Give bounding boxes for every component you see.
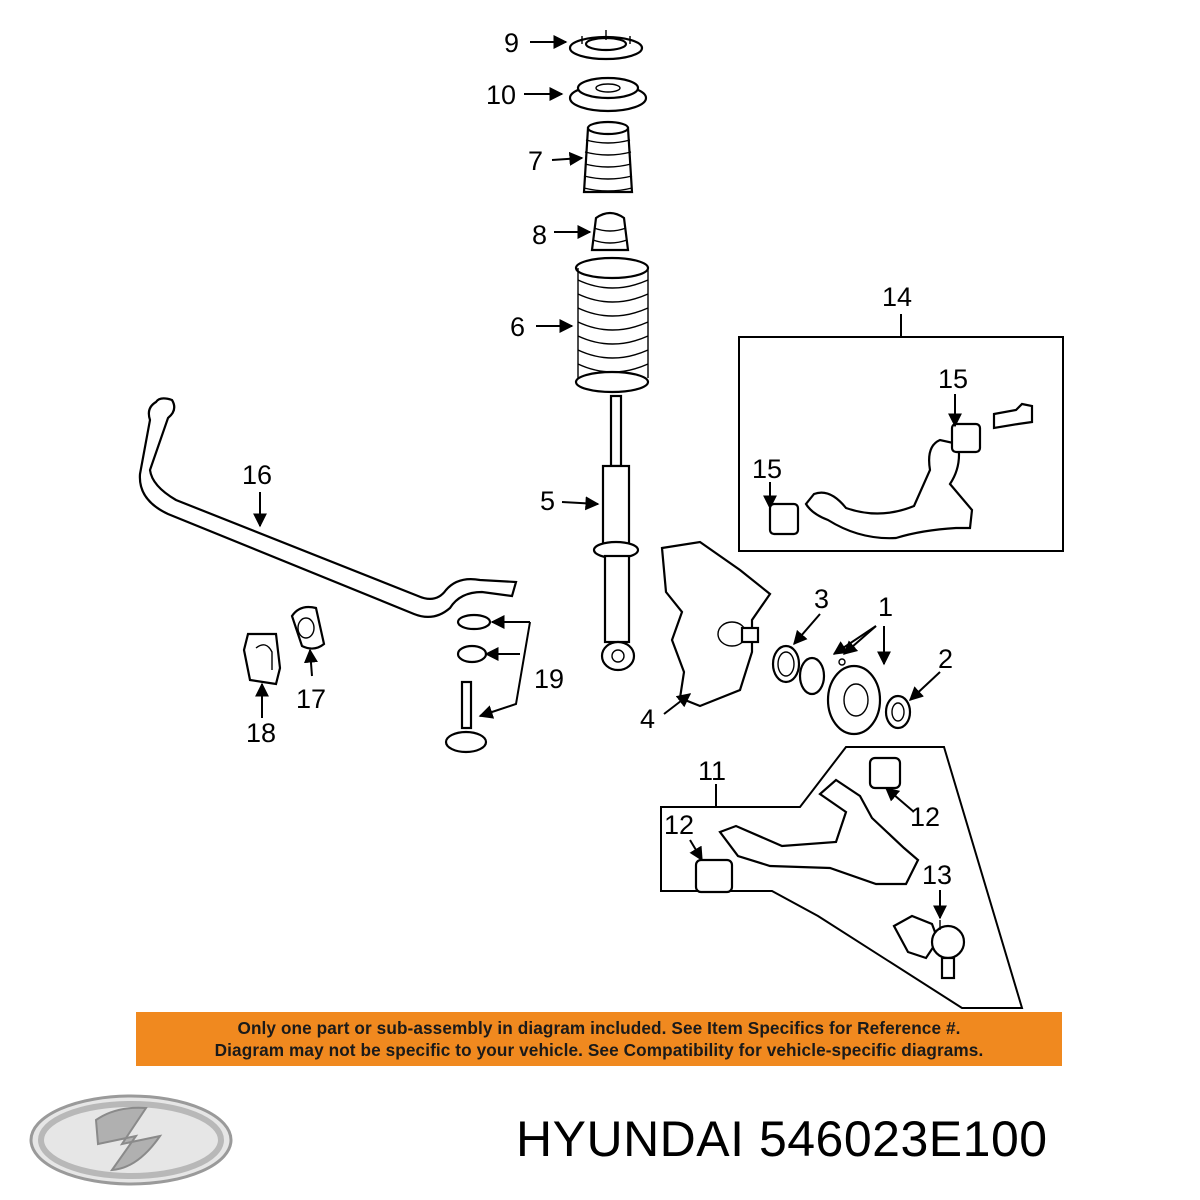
callout-7: 7 [528,146,543,176]
steering-knuckle-part [660,540,772,708]
callout-6: 6 [510,312,525,342]
callout-1: 1 [878,592,893,622]
wheel-hub-part [798,656,882,736]
ball-joint-part [892,914,966,980]
wheel-bearing-part [884,694,912,730]
stabilizer-bar-part [138,397,518,619]
brand-name: HYUNDAI [516,1111,745,1167]
brand-part-label: HYUNDAI 546023E100 [516,1110,1048,1168]
lower-arm-group [660,746,1024,1009]
callout-16: 16 [242,460,272,490]
callout-13: 13 [922,860,952,890]
stabilizer-link-part [444,613,492,754]
compatibility-notice: Only one part or sub-assembly in diagram… [136,1012,1062,1066]
callout-11: 11 [698,756,726,786]
callout-17: 17 [296,684,326,714]
strut-mount-part [568,30,644,61]
shock-absorber-part [592,394,640,672]
bump-stop-part [590,211,630,252]
coil-spring-part [574,256,650,394]
callout-15a: 15 [938,364,968,394]
upper-arm-group [738,314,1064,552]
callout-10: 10 [486,80,516,110]
notice-line-2: Diagram may not be specific to your vehi… [214,1040,984,1060]
callout-4: 4 [640,704,655,734]
callout-19: 19 [534,664,564,694]
callout-12a: 12 [664,810,694,840]
callout-18: 18 [246,718,276,748]
callout-5: 5 [540,486,555,516]
callout-8: 8 [532,220,547,250]
callout-9: 9 [504,28,519,58]
callout-arrows [253,35,962,920]
notice-line-1: Only one part or sub-assembly in diagram… [237,1018,961,1038]
seal-ring-part [771,644,801,684]
spring-seat-part [568,76,648,113]
callout-15b: 15 [752,454,782,484]
dust-boot-part [582,120,634,194]
callout-2: 2 [938,644,953,674]
callout-14: 14 [882,282,912,312]
stabilizer-bracket-part [242,632,282,686]
hyundai-logo-icon [29,1094,233,1186]
callout-3: 3 [814,584,829,614]
part-number: 546023E100 [758,1111,1048,1167]
callout-12b: 12 [910,802,940,832]
stabilizer-bushing-part [290,605,326,650]
